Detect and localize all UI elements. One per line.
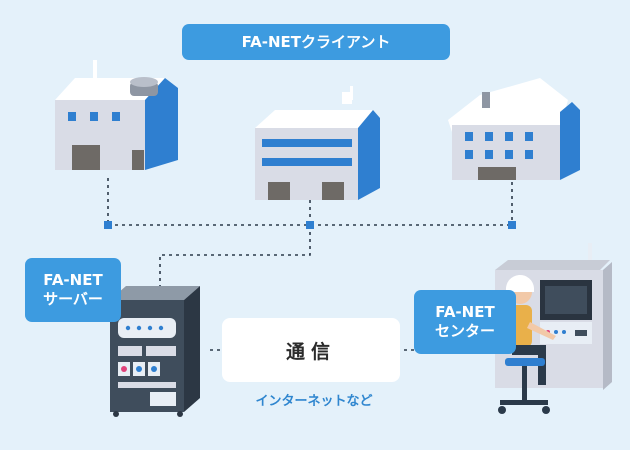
connection-lines — [107, 178, 513, 351]
center-label-line2: センター — [434, 322, 495, 340]
communication-box: 通信 — [222, 318, 400, 382]
server-label-line1: FA-NET — [43, 271, 103, 290]
client-label: FA-NETクライアント — [182, 24, 450, 60]
communication-text: 通信 — [285, 340, 336, 363]
warehouse-icon — [448, 78, 580, 180]
client-label-text: FA-NETクライアント — [241, 32, 391, 51]
server-label: FA-NET サーバー — [25, 258, 121, 322]
internet-caption: インターネットなど — [255, 394, 373, 409]
network-nodes — [104, 221, 516, 229]
center-label: FA-NET センター — [414, 290, 516, 354]
center-label-line1: FA-NET — [435, 303, 495, 322]
factory-icon — [55, 60, 178, 170]
server-label-line2: サーバー — [43, 290, 103, 308]
server-rack-icon — [110, 286, 200, 417]
office-building-icon — [255, 86, 380, 200]
